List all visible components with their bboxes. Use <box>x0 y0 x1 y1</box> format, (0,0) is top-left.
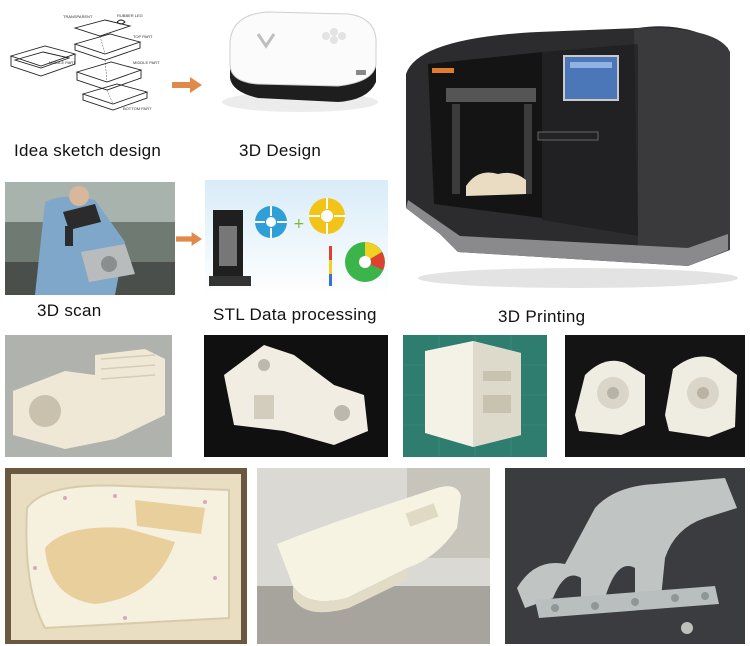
sketch-label-rubber-leg: RUBBER LEG <box>117 13 143 18</box>
arrow-right-icon <box>176 232 202 246</box>
caption-stl-data-processing: STL Data processing <box>213 305 377 324</box>
stl-processing-image: + <box>205 180 388 296</box>
3d-scan-image <box>5 182 175 295</box>
printed-part-bracket-image <box>204 335 388 457</box>
printed-exhaust-manifold-image <box>505 468 745 644</box>
svg-text:+: + <box>293 216 305 232</box>
printed-part-impeller-image <box>565 335 745 457</box>
sketch-label-middle-part-2: MIDDLE PART <box>133 60 160 65</box>
caption-3d-scan: 3D scan <box>37 301 102 320</box>
arrow-right-icon <box>172 77 202 93</box>
sketch-label-bottom-part: BOTTOM PART <box>123 106 152 111</box>
printed-bumper-image <box>257 468 490 644</box>
sketch-label-middle-part-1: MIDDLE PART <box>49 60 76 65</box>
caption-3d-printing: 3D Printing <box>498 307 586 326</box>
printed-part-box-image <box>403 335 547 457</box>
printed-part-hvac-image <box>5 335 172 457</box>
idea-sketch-image: TRANSPARENT RUBBER LEG TOP PART MIDDLE P… <box>5 10 167 130</box>
sketch-label-transparent: TRANSPARENT <box>63 14 93 19</box>
caption-3d-design: 3D Design <box>239 141 322 160</box>
3d-printer-image <box>388 8 745 298</box>
printed-door-panel-image <box>5 468 247 644</box>
caption-idea-sketch-design: Idea sketch design <box>14 141 162 160</box>
sketch-label-top-part: TOP PART <box>133 34 153 39</box>
3d-design-image <box>208 2 383 122</box>
